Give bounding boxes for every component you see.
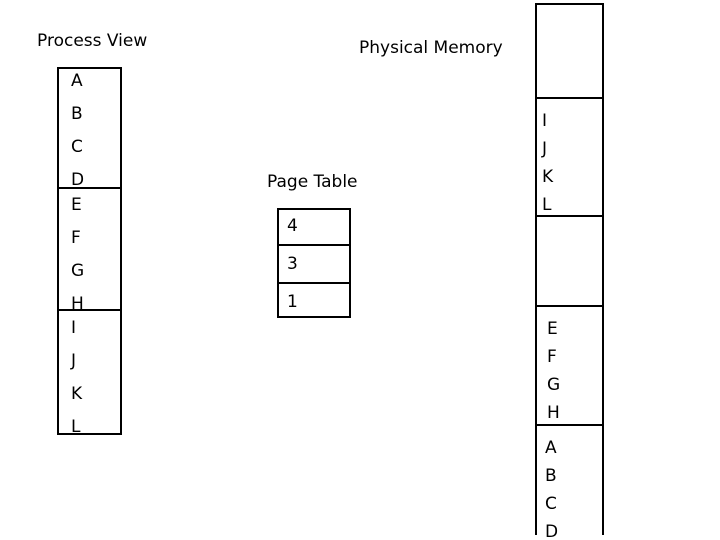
process-view-cell: G: [71, 261, 85, 281]
page-table-frame-value: 3: [287, 254, 298, 274]
process-view-cell: A: [71, 71, 83, 91]
page-table-row[interactable]: 3: [279, 244, 349, 282]
process-view-cell: I: [71, 318, 77, 338]
process-view-segment-2[interactable]: I J K L: [59, 309, 120, 437]
physical-memory-cell: L: [542, 195, 552, 215]
process-view-cell: F: [71, 228, 81, 248]
physical-memory-cell: H: [547, 403, 560, 423]
physical-memory-title: Physical Memory: [359, 38, 503, 58]
physical-memory-cell: B: [545, 466, 557, 486]
page-table-frame-value: 1: [287, 292, 298, 312]
process-view-cell: K: [71, 384, 83, 404]
page-table-row[interactable]: 1: [279, 282, 349, 316]
physical-memory-frame-0[interactable]: [537, 5, 602, 97]
process-view-cell: H: [71, 294, 84, 314]
page-table: 4 3 1: [277, 208, 351, 318]
physical-memory-frame-3[interactable]: E F G H: [537, 305, 602, 424]
physical-memory-column: I J K L E F G H A B C D: [535, 3, 604, 540]
page-table-row[interactable]: 4: [279, 210, 349, 244]
process-view-segment-1[interactable]: E F G H: [59, 187, 120, 313]
physical-memory-cell: I: [542, 111, 548, 131]
process-view-cell: J: [71, 351, 77, 371]
physical-memory-cell: A: [545, 438, 557, 458]
physical-memory-cell: E: [547, 319, 558, 339]
process-view-column: A B C D E F G H I J K L: [57, 67, 122, 437]
physical-memory-cell: G: [547, 375, 561, 395]
physical-memory-frame-4[interactable]: A B C D: [537, 424, 602, 540]
physical-memory-cell: K: [542, 167, 554, 187]
process-view-cell: L: [71, 417, 81, 437]
physical-memory-cell: D: [545, 522, 559, 540]
physical-memory-cell: F: [547, 347, 557, 367]
physical-memory-cell: J: [542, 139, 548, 159]
process-view-cell: E: [71, 195, 82, 215]
physical-memory-cell: C: [545, 494, 557, 514]
process-view-title: Process View: [37, 31, 148, 51]
page-table-frame-value: 4: [287, 216, 298, 236]
process-view-cell: D: [71, 170, 85, 190]
physical-memory-frame-1[interactable]: I J K L: [537, 97, 602, 215]
process-view-cell: B: [71, 104, 83, 124]
process-view-segment-0[interactable]: A B C D: [59, 69, 120, 190]
process-view-cell: C: [71, 137, 83, 157]
page-table-title: Page Table: [267, 172, 358, 192]
physical-memory-frame-2[interactable]: [537, 215, 602, 305]
